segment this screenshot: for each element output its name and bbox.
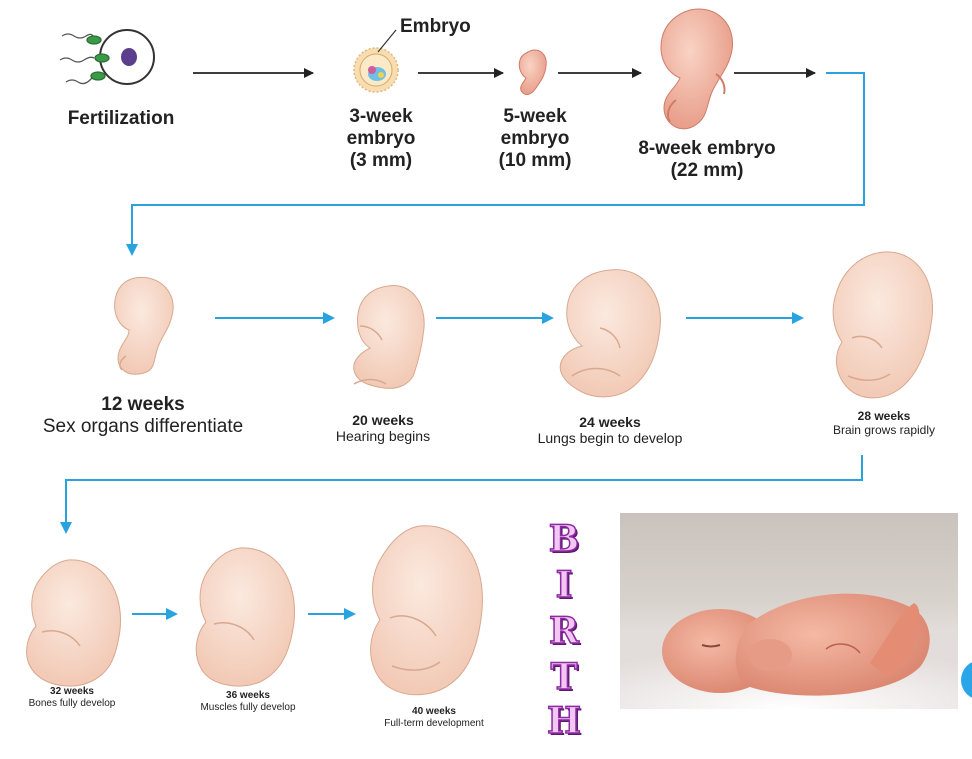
week24-caption: Lungs begin to develop	[510, 430, 710, 446]
week24-weeks: 24 weeks	[510, 414, 710, 430]
fetus-20week-icon	[354, 286, 424, 389]
week20-caption: Hearing begins	[318, 428, 448, 444]
birth-letter-r: R	[542, 610, 586, 652]
week12-label: 12 weeks Sex organs differentiate	[18, 394, 268, 438]
newborn-baby-image	[620, 513, 958, 709]
fertilization-label: Fertilization	[46, 108, 196, 130]
week40-weeks: 40 weeks	[366, 706, 502, 718]
fetus-32week-icon	[27, 560, 121, 686]
embryo-8week-icon	[661, 9, 733, 129]
week28-label: 28 weeks Brain grows rapidly	[808, 410, 960, 438]
fetus-12week-icon	[115, 277, 174, 374]
embryo-callout-label: Embryo	[400, 16, 471, 38]
week28-weeks: 28 weeks	[808, 410, 960, 424]
embryo-3week-icon	[354, 30, 398, 92]
fetus-28week-icon	[833, 252, 932, 398]
embryo-5week-icon	[519, 50, 546, 95]
week36-caption: Muscles fully develop	[180, 702, 316, 714]
week5-line3: (10 mm)	[480, 150, 590, 172]
week5-line1: 5-week	[480, 106, 590, 128]
week36-weeks: 36 weeks	[180, 690, 316, 702]
week20-weeks: 20 weeks	[318, 412, 448, 428]
newborn-photo	[620, 513, 958, 709]
week3-line1: 3-week	[326, 106, 436, 128]
week24-label: 24 weeks Lungs begin to develop	[510, 414, 710, 446]
week5-label: 5-week embryo (10 mm)	[480, 106, 590, 172]
birth-letter-i: I	[542, 564, 586, 606]
week8-label: 8-week embryo (22 mm)	[612, 138, 802, 182]
week36-label: 36 weeks Muscles fully develop	[180, 690, 316, 713]
birth-letter-b: B	[542, 518, 586, 560]
week8-line2: (22 mm)	[612, 160, 802, 182]
week20-label: 20 weeks Hearing begins	[318, 412, 448, 444]
week28-caption: Brain grows rapidly	[808, 424, 960, 438]
week3-label: 3-week embryo (3 mm)	[326, 106, 436, 172]
week3-line2: embryo	[326, 128, 436, 150]
sperm-cells-icon	[60, 34, 109, 84]
week32-caption: Bones fully develop	[4, 698, 140, 710]
birth-letter-t: T	[542, 656, 586, 698]
week5-line2: embryo	[480, 128, 590, 150]
fetus-24week-icon	[560, 270, 660, 397]
week40-label: 40 weeks Full-term development	[366, 706, 502, 729]
week32-label: 32 weeks Bones fully develop	[4, 686, 140, 709]
week8-line1: 8-week embryo	[612, 138, 802, 160]
week12-weeks: 12 weeks	[18, 394, 268, 416]
week40-caption: Full-term development	[366, 718, 502, 730]
week12-caption: Sex organs differentiate	[18, 416, 268, 438]
week3-line3: (3 mm)	[326, 150, 436, 172]
birth-letter-h: H	[542, 700, 586, 742]
fetus-40week-icon	[371, 526, 483, 695]
fetus-36week-icon	[196, 548, 294, 686]
week32-weeks: 32 weeks	[4, 686, 140, 698]
